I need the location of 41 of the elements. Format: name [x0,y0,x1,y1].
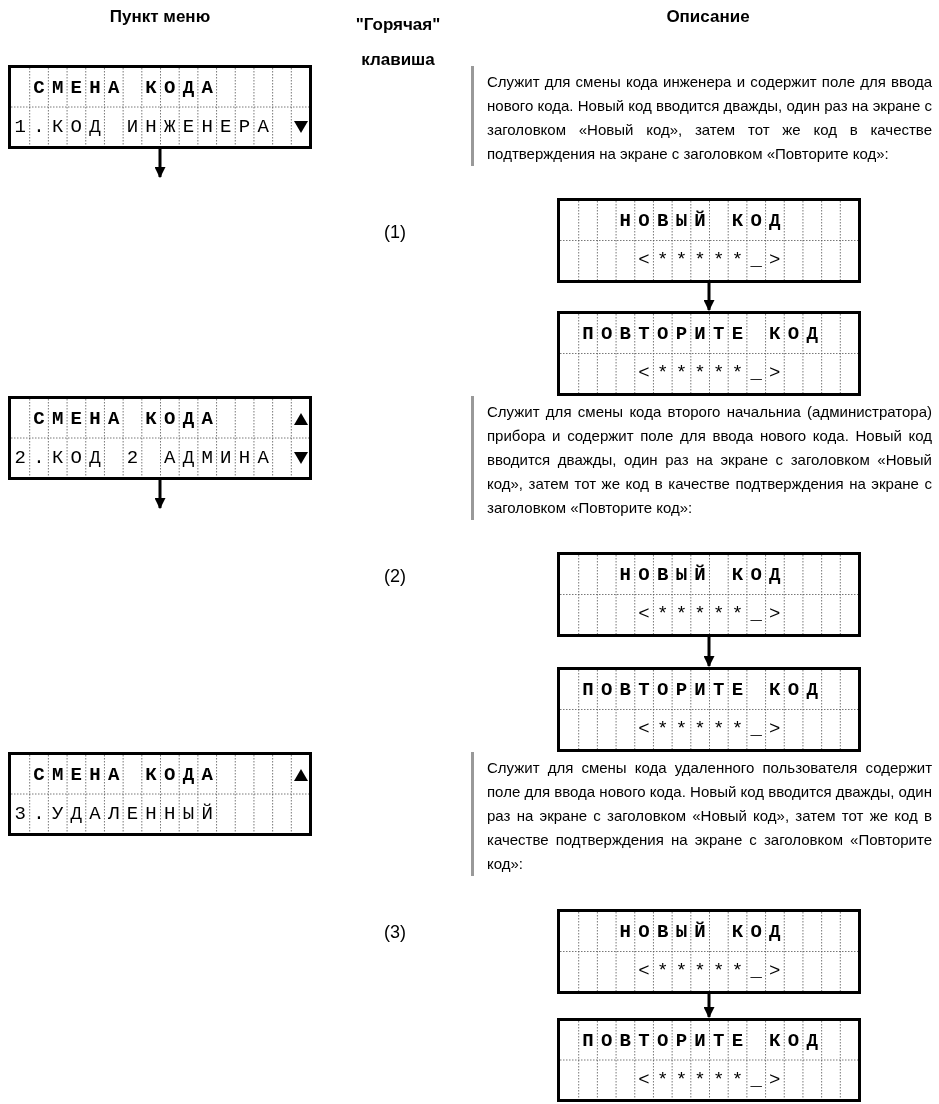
lcd-screen [557,552,861,637]
column-header: Пункт меню [108,7,212,27]
screen-text: <*****_> [638,249,788,272]
screen-text: ПОВТОРИТЕ КОД [582,322,826,345]
screen-text: <*****_> [638,718,788,741]
lcd-screen [8,65,312,149]
arrow [703,637,715,668]
arrow [703,283,715,312]
arrow [703,994,715,1019]
screen-text: <*****_> [638,1068,788,1091]
arrow [154,480,166,510]
column-header: "Горячая" клавиша [354,14,442,71]
screen-text: ПОВТОРИТЕ КОД [582,678,826,701]
screen-text: <*****_> [638,603,788,626]
column-header: Описание [665,7,751,27]
description-text: Служит для смены кода удаленного пользователя содержит поле для ввода нового кода. Новый код вводится дважды, один раз на экране с заголовком «Новый код», затем тот же код в качестве подтверждения на экране с заголовком «Повторите код»: [487,758,932,874]
screen-text: <*****_> [638,362,788,385]
arrow [154,149,166,179]
description-text: Служит для смены кода второго начальниа (администратора) прибора и содержит поле для ввода нового кода. Новый код вводится дважды, один раз на экране с заголовком «Новый код», затем тот же код в качестве подтверждения на экране с заголовком «Повторите код»: [487,402,932,518]
screen-text: СМЕНА КОДА [33,76,221,99]
description-text: Служит для смены кода инженера и содержит поле для ввода нового кода. Новый код вводится дважды, один раз на экране с заголовком «Новый код», затем тот же код в качестве подтверждения на экране с заголовком «Повторите код»: [487,72,932,164]
footnote-number: (3) [384,922,406,943]
screen-text: 1.КОД ИНЖЕНЕРА [14,115,277,138]
lcd-screen [557,311,861,396]
footnote-number: (1) [384,222,406,243]
lcd-screen [8,752,312,836]
screen-text: <*****_> [638,960,788,983]
screen-text: НОВЫЙ КОД [619,563,788,586]
screen-text: 2.КОД 2 АДМИНА [14,446,277,469]
lcd-screen [8,396,312,480]
lcd-screen [557,667,861,752]
lcd-screen [557,198,861,283]
screen-text: СМЕНА КОДА [33,763,221,786]
lcd-screen [557,909,861,994]
screen-text: СМЕНА КОДА [33,407,221,430]
screen-text: 3.УДАЛЕННЫЙ [14,802,221,825]
screen-text: НОВЫЙ КОД [619,920,788,943]
footnote-number: (2) [384,566,406,587]
screen-text: ПОВТОРИТЕ КОД [582,1029,826,1052]
screen-text: НОВЫЙ КОД [619,209,788,232]
lcd-screen [557,1018,861,1102]
